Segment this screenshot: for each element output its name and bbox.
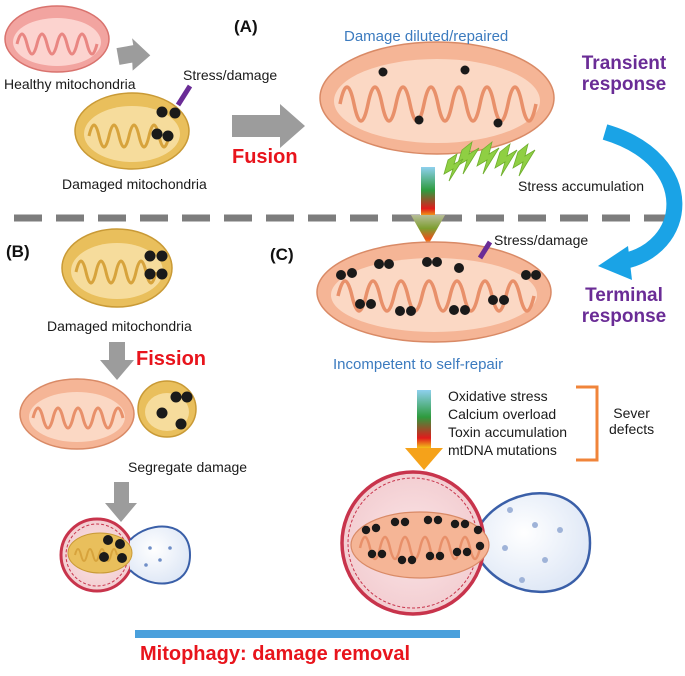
transient-response-label: Transient response — [568, 53, 680, 95]
sever-line-2: defects — [609, 421, 655, 437]
panel-c-label: (C) — [270, 245, 294, 264]
gradient-arrow-top — [411, 167, 445, 245]
defect-item: Calcium overload — [448, 406, 557, 422]
curved-response-arrow — [598, 124, 683, 280]
damaged-mitochondria-label-b: Damaged mitochondria — [47, 318, 192, 334]
panel-a-label: (A) — [234, 17, 258, 36]
fission-label: Fission — [136, 348, 207, 370]
sever-line-1: Sever — [613, 405, 650, 421]
defects-list: Oxidative stress Calcium overload Toxin … — [448, 387, 567, 459]
mitophagy-bar — [135, 630, 460, 638]
large-mitophagy-event — [340, 470, 592, 616]
terminal-line-2: response — [581, 306, 667, 327]
segregate-damage-label: Segregate damage — [128, 459, 248, 475]
stress-lightning-bolts — [443, 140, 536, 182]
repaired-mitochondrion — [319, 41, 555, 155]
stress-damage-label-a: Stress/damage — [183, 67, 278, 83]
damaged-mitochondrion-a — [74, 92, 190, 170]
sever-defects-label: Sever defects — [609, 405, 654, 437]
sever-defects-bracket — [576, 385, 599, 462]
damage-diluted-label: Damage diluted/repaired — [344, 28, 509, 45]
fusion-arrow — [232, 104, 305, 148]
terminal-response-label: Terminal response — [568, 285, 680, 327]
fission-healthy-part — [19, 378, 135, 450]
arrow-healthy-to-damaged — [116, 38, 151, 71]
fission-damaged-part — [137, 380, 197, 438]
fusion-label: Fusion — [232, 146, 298, 168]
arrow-to-small-mitophagy — [105, 482, 137, 522]
stress-damage-label-c: Stress/damage — [494, 232, 589, 248]
panel-b-label: (B) — [6, 242, 30, 261]
stress-marker-a — [175, 84, 193, 107]
transient-line-1: Transient — [581, 53, 667, 74]
fission-arrow — [100, 342, 134, 380]
damaged-mitochondria-label-a: Damaged mitochondria — [62, 176, 207, 192]
stress-marker-c — [477, 240, 493, 260]
small-mitophagy-event — [59, 517, 192, 593]
damaged-mitochondrion-b — [61, 228, 173, 308]
terminal-line-1: Terminal — [585, 285, 663, 306]
transient-line-2: response — [581, 74, 667, 95]
damaged-large-mitochondrion — [316, 241, 552, 343]
gradient-arrow-bottom — [405, 390, 443, 470]
mitophagy-label: Mitophagy: damage removal — [140, 643, 411, 665]
defect-item: Oxidative stress — [448, 388, 548, 404]
defect-item: Toxin accumulation — [448, 424, 568, 440]
healthy-mitochondria-label: Healthy mitochondria — [4, 76, 136, 92]
defect-item: mtDNA mutations — [448, 442, 557, 458]
incompetent-label: Incompetent to self-repair — [333, 356, 504, 373]
healthy-mitochondrion — [4, 5, 110, 73]
stress-accumulation-label: Stress accumulation — [518, 178, 645, 194]
